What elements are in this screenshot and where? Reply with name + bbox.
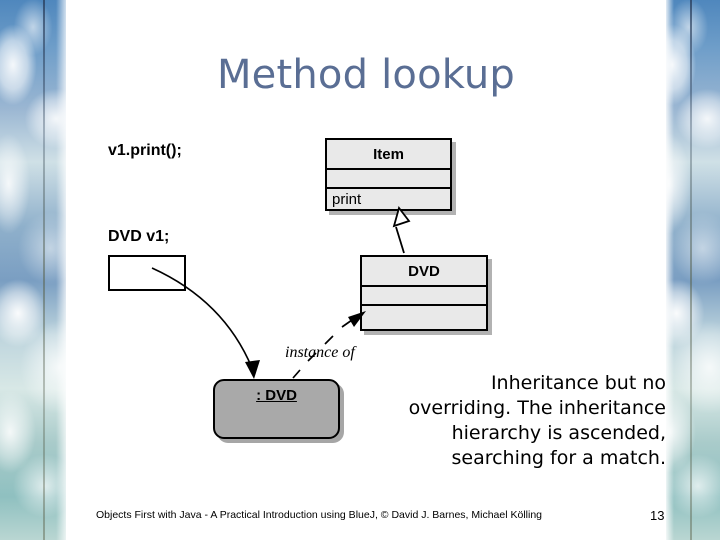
right-border-gradient: [662, 0, 720, 540]
uml-class-item-attributes: [327, 170, 450, 189]
decorative-left-border: [0, 0, 72, 540]
uml-class-dvd-operations: [362, 306, 486, 329]
left-border-texture: [0, 0, 72, 540]
uml-class-dvd-name: DVD: [362, 257, 486, 287]
commentary-text: Inheritance but no overriding. The inher…: [408, 372, 666, 469]
uml-class-item-operations: print: [332, 190, 362, 208]
code-label-method-call: v1.print();: [108, 142, 182, 159]
left-border-seam: [43, 0, 45, 540]
right-border-seam: [690, 0, 692, 540]
right-border-texture: [662, 0, 720, 540]
code-label-variable-declaration: DVD v1;: [108, 228, 170, 245]
uml-class-item: Item print: [325, 138, 452, 211]
uml-class-dvd-attributes: [362, 287, 486, 306]
footer-credit: Objects First with Java - A Practical In…: [96, 509, 543, 521]
left-border-gradient: [0, 0, 72, 540]
decorative-right-border: [662, 0, 720, 540]
footer-page-number: 13: [650, 508, 665, 523]
uml-class-dvd: DVD: [360, 255, 488, 331]
slide-title: Method lookup: [216, 52, 516, 98]
instance-of-annotation: instance of: [285, 344, 355, 361]
object-instance-dvd: : DVD: [213, 379, 340, 439]
uml-class-item-name: Item: [327, 140, 450, 170]
object-instance-label: : DVD: [256, 387, 297, 404]
variable-box: [108, 255, 186, 291]
